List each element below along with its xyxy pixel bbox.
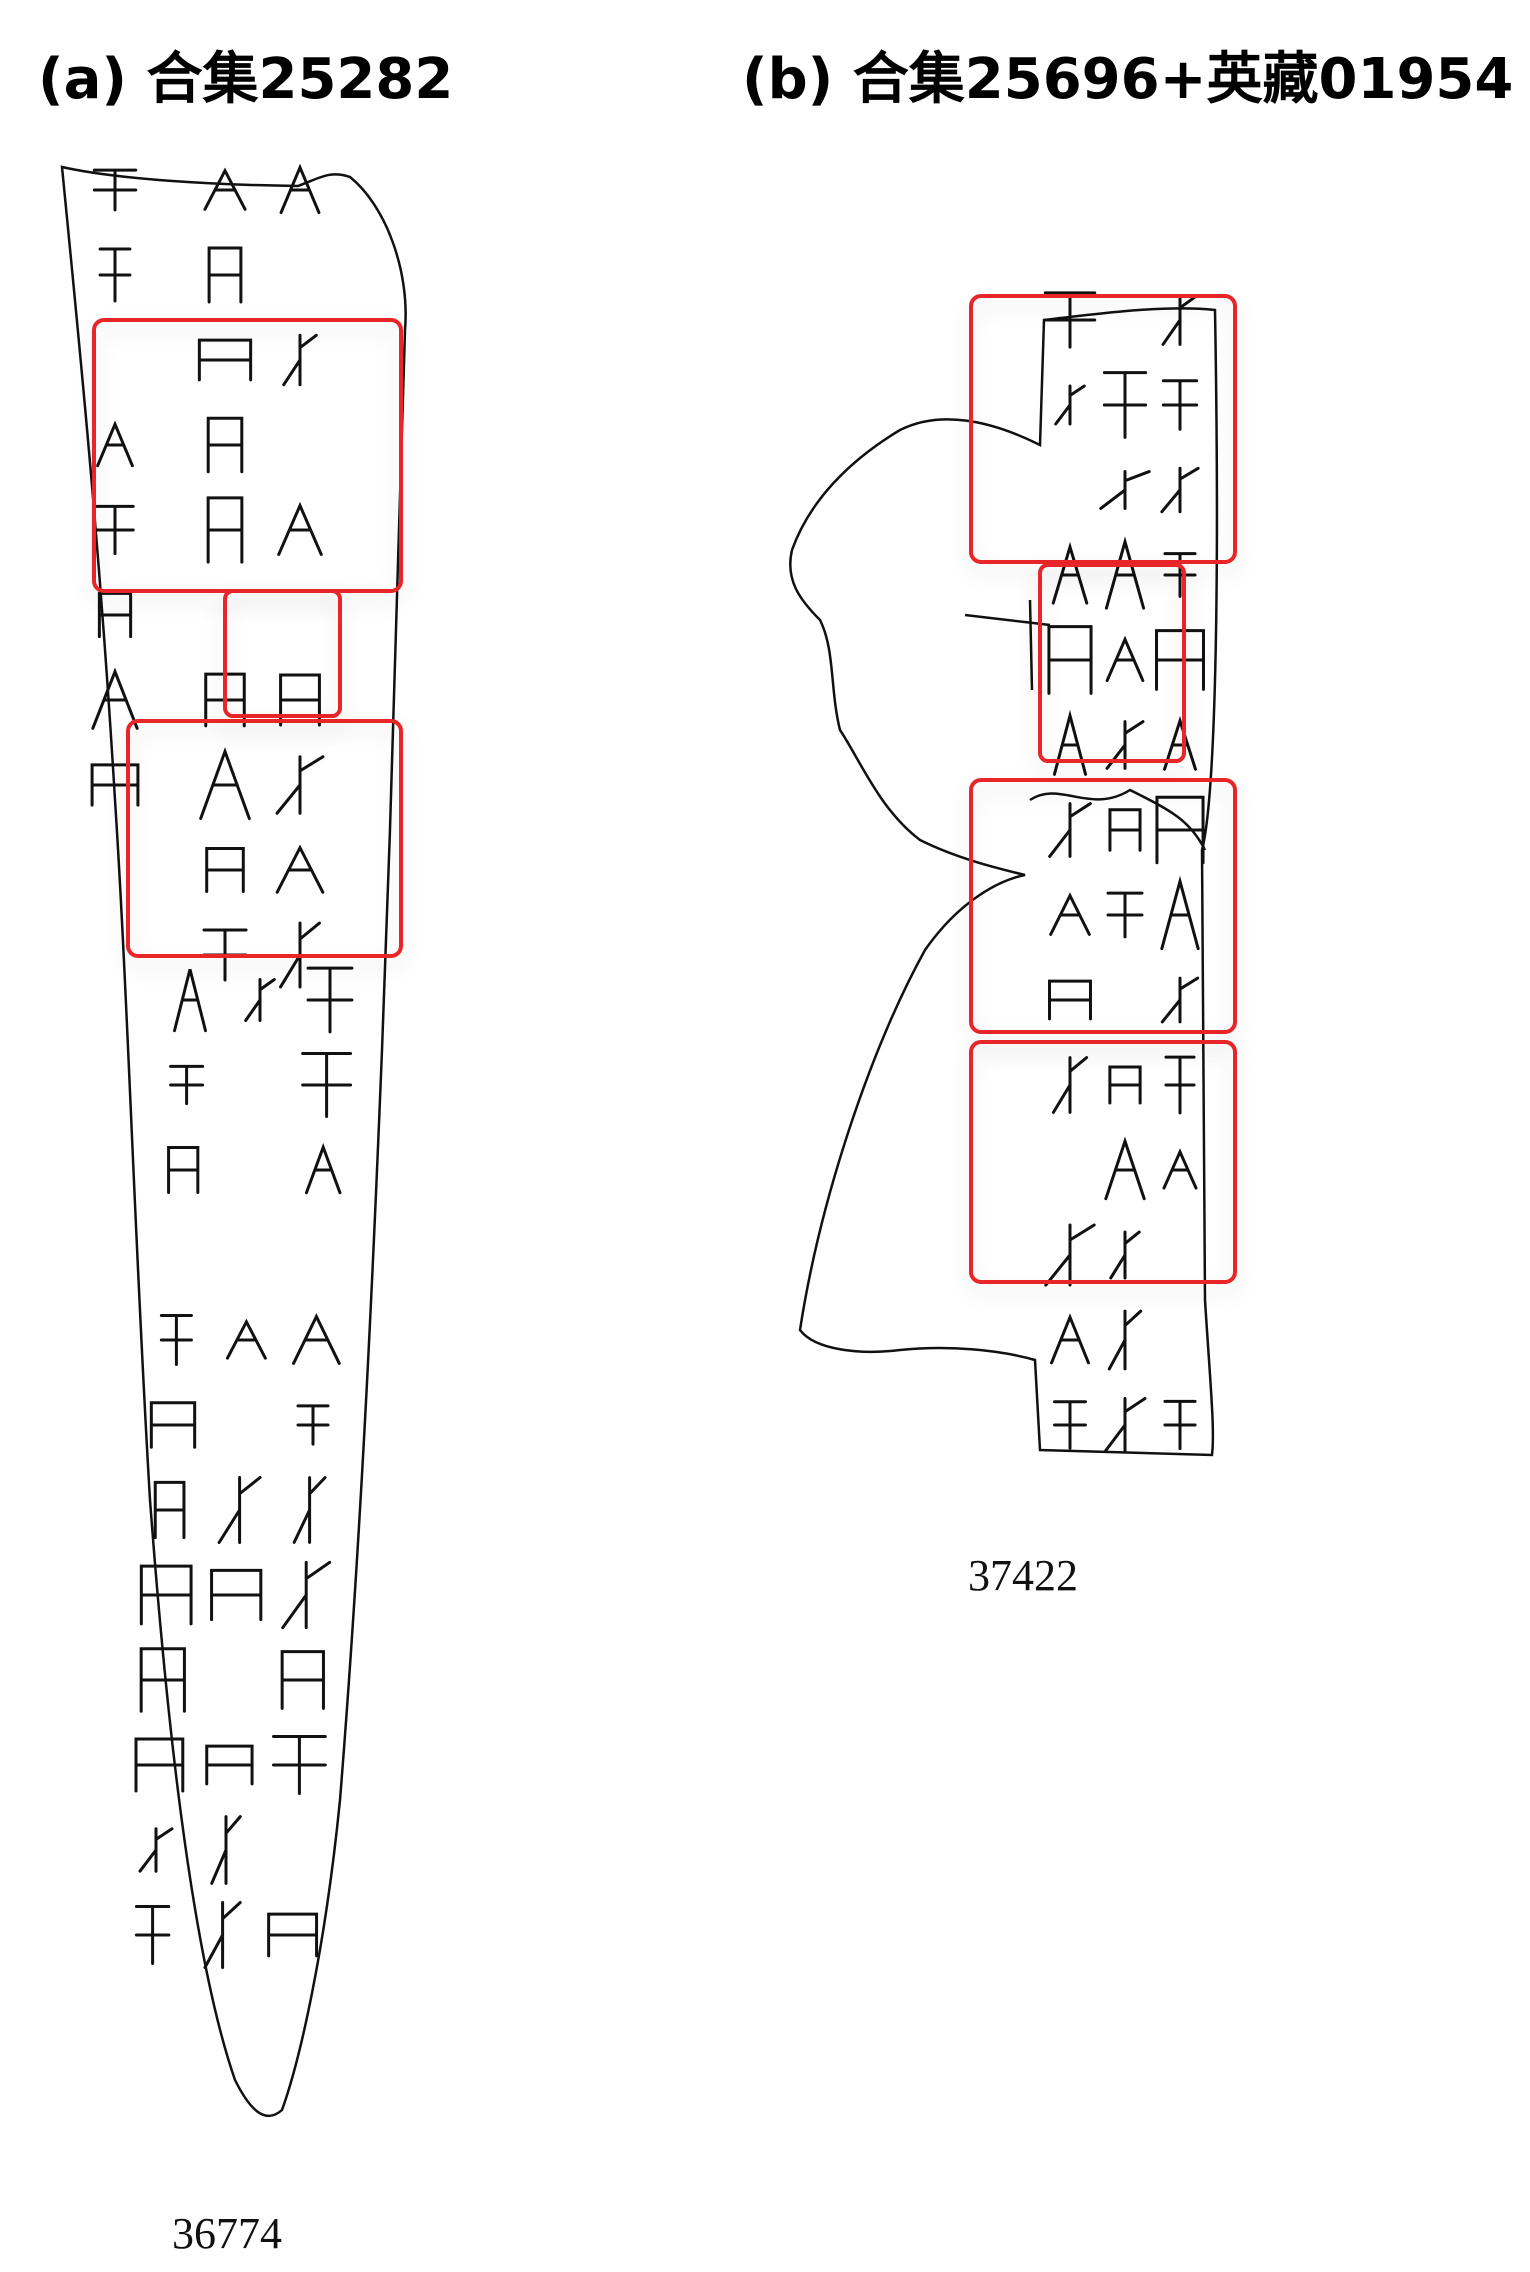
glyph-stroke <box>90 763 140 807</box>
highlight-box-b4 <box>969 1040 1237 1284</box>
glyph-stroke <box>139 1564 193 1626</box>
glyph-stroke <box>275 844 325 894</box>
glyph-stroke <box>1106 891 1144 939</box>
glyph-stroke <box>92 168 138 212</box>
glyph-stroke <box>280 1650 325 1710</box>
glyph-stroke <box>1052 709 1088 776</box>
glyph-stroke <box>199 747 251 820</box>
glyph-stroke <box>1053 1400 1087 1450</box>
glyph-stroke <box>1047 625 1093 695</box>
glyph-stroke <box>1043 291 1097 349</box>
glyph-stroke <box>206 496 244 564</box>
glyph-stroke <box>206 416 244 474</box>
glyph-stroke <box>292 1313 341 1365</box>
glyph-stroke <box>1048 979 1092 1021</box>
glyph-stroke <box>91 667 139 730</box>
highlight-box-b1 <box>969 294 1237 564</box>
glyph-stroke <box>210 1568 263 1622</box>
glyph-stroke <box>149 1401 197 1449</box>
glyph-stroke <box>207 246 243 304</box>
glyph-stroke <box>304 1142 342 1195</box>
glyph-stroke <box>267 1912 319 1958</box>
glyph-stroke <box>97 591 133 639</box>
glyph-stroke <box>205 847 245 893</box>
glyph-stroke <box>159 1314 193 1366</box>
glyph-stroke <box>153 1480 186 1540</box>
glyph-stroke <box>1107 1309 1143 1371</box>
glyph-stroke <box>1162 1148 1198 1190</box>
glyph-stroke <box>1050 1313 1090 1365</box>
glyph-stroke <box>1163 1399 1197 1451</box>
fragment-b-mark <box>964 599 1051 691</box>
glyph-stroke <box>1051 541 1089 605</box>
glyph-stroke <box>244 978 276 1022</box>
highlight-box-a3 <box>126 719 403 958</box>
glyph-stroke <box>138 1827 174 1873</box>
glyph-stroke <box>1102 371 1148 439</box>
glyph-stroke <box>1104 536 1146 610</box>
glyph-stroke <box>279 163 321 215</box>
glyph-stroke <box>306 966 354 1034</box>
glyph-stroke <box>1048 802 1092 858</box>
glyph-stroke <box>1051 1056 1089 1114</box>
glyph-stroke <box>1160 875 1200 951</box>
glyph-stroke <box>1104 1136 1146 1201</box>
glyph-stroke <box>277 501 323 556</box>
glyph-stroke <box>210 1815 242 1885</box>
fragment-b-outline <box>789 307 1219 1457</box>
inscription-glyphs <box>90 163 1205 1970</box>
glyph-stroke <box>1161 379 1199 431</box>
panel-a-title: (a) 合集25282 <box>38 47 454 112</box>
glyph-stroke <box>203 167 247 211</box>
glyph-stroke <box>139 1647 186 1713</box>
glyph-stroke <box>279 673 321 727</box>
glyph-stroke <box>1049 892 1091 936</box>
glyph-stroke <box>134 1904 171 1966</box>
glyph-stroke <box>172 968 208 1033</box>
glyph-stroke <box>1155 629 1205 691</box>
glyph-stroke <box>205 1744 254 1786</box>
glyph-stroke <box>301 1052 353 1118</box>
glyph-stroke <box>225 1318 267 1360</box>
glyph-stroke <box>1108 808 1142 852</box>
glyph-stroke <box>282 333 318 387</box>
glyph-stroke <box>217 1476 262 1544</box>
glyph-stroke <box>292 1476 327 1544</box>
glyph-stroke <box>275 755 325 815</box>
glyph-stroke <box>281 1560 332 1630</box>
glyph-stroke <box>1105 635 1145 683</box>
glyph-stroke <box>1160 466 1200 514</box>
glyph-stroke <box>134 1737 185 1793</box>
panel-a-caption: 36774 <box>172 2209 282 2258</box>
glyph-stroke <box>1109 1230 1141 1280</box>
glyph-stroke <box>98 247 132 303</box>
glyph-stroke <box>1160 976 1200 1024</box>
glyph-stroke <box>169 1064 205 1106</box>
glyph-stroke <box>95 504 135 556</box>
highlight-box-b3 <box>969 778 1237 1034</box>
highlight-box-b2 <box>1038 563 1186 763</box>
bone-a-outline <box>60 165 407 2117</box>
highlight-box-a2 <box>223 589 342 718</box>
glyph-stroke <box>1099 470 1151 510</box>
glyph-stroke <box>1044 1223 1096 1287</box>
glyph-stroke <box>272 1734 327 1796</box>
glyph-stroke <box>96 420 134 468</box>
glyph-stroke <box>296 1404 330 1446</box>
glyph-stroke <box>1103 1396 1147 1454</box>
glyph-stroke <box>1155 795 1205 865</box>
glyph-stroke <box>1054 384 1086 426</box>
fragment-b-crack <box>1029 788 1207 851</box>
glyph-stroke <box>1108 1065 1142 1105</box>
glyph-stroke <box>1164 1055 1196 1115</box>
glyph-stroke <box>197 338 253 382</box>
panel-b-title: (b) 合集25696+英藏01954 <box>742 47 1514 112</box>
panel-b-caption: 37422 <box>968 1551 1078 1600</box>
glyph-stroke <box>167 1146 200 1194</box>
glyph-stroke <box>1161 294 1199 346</box>
glyph-stroke <box>203 1900 242 1970</box>
